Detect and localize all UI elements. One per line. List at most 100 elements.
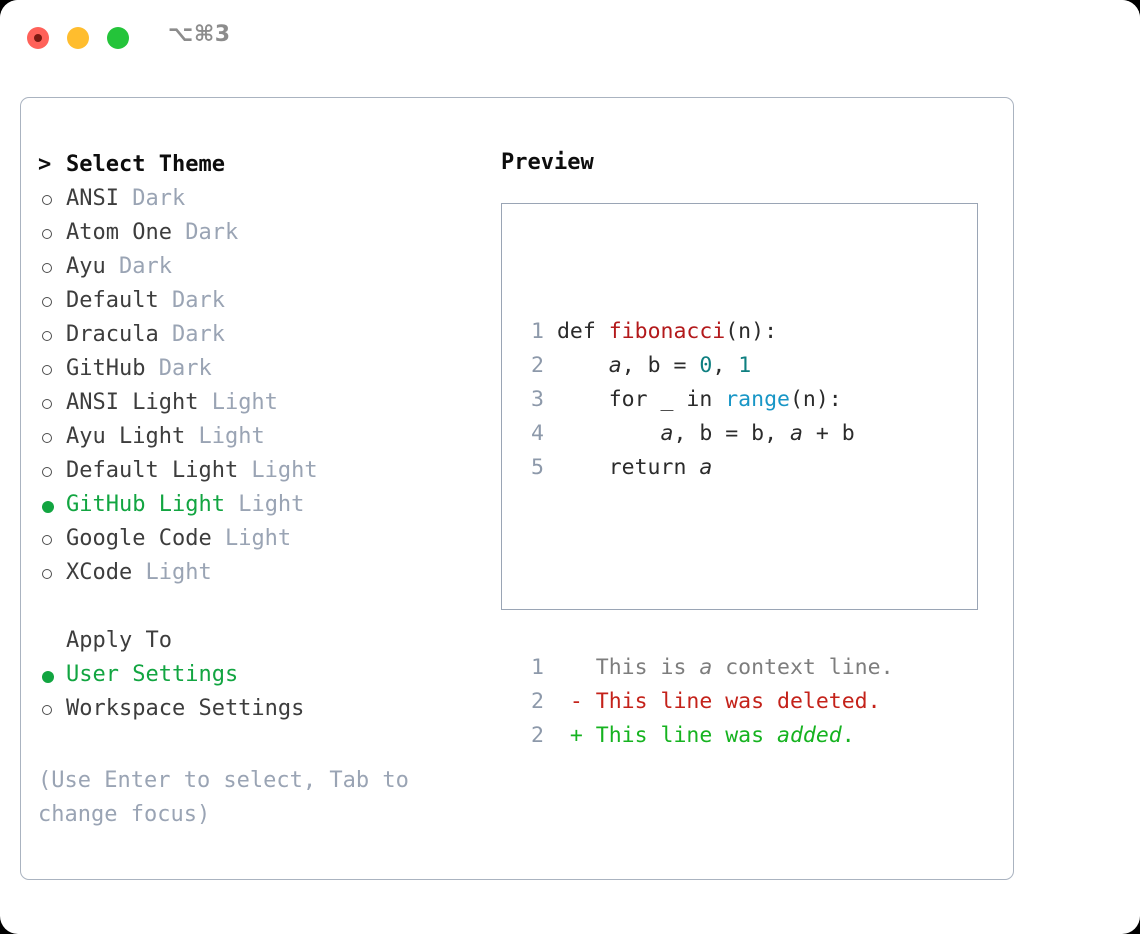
line-gutter-space: [544, 387, 557, 412]
diff-line: 1 This is a context line.: [522, 651, 894, 685]
apply-to-option-label: User Settings: [66, 662, 239, 687]
code-token: This is: [556, 655, 700, 680]
apply-to-option[interactable]: User Settings: [38, 658, 488, 692]
line-number: 2: [531, 689, 544, 714]
line-number: 4: [531, 421, 544, 446]
theme-list-item[interactable]: Google Code Light: [38, 522, 488, 556]
close-button-inner-dot: [34, 34, 42, 42]
line-number: 1: [531, 655, 544, 680]
code-token: ,: [621, 353, 648, 378]
code-token: a: [699, 655, 713, 680]
theme-variant-badge: Light: [198, 390, 278, 415]
code-token: =: [660, 353, 700, 378]
code-token: a: [790, 421, 803, 446]
maximize-button-icon[interactable]: [107, 27, 129, 49]
code-token: a: [608, 353, 622, 378]
code-token: def: [556, 319, 609, 344]
radio-unselected-icon: [42, 365, 52, 375]
diff-line: 2 - This line was deleted.: [522, 685, 894, 719]
theme-list-item[interactable]: Ayu Light Light: [38, 420, 488, 454]
line-gutter-space: [544, 319, 557, 344]
theme-variant-badge: Light: [132, 560, 212, 585]
title-bar: ⌥⌘3: [0, 0, 1140, 78]
theme-item-text: GitHub Dark: [66, 352, 212, 386]
code-token: + This line was: [556, 723, 778, 748]
radio-unselected-icon: [42, 229, 52, 239]
theme-variant-badge: Dark: [158, 322, 225, 347]
theme-variant-badge: Light: [185, 424, 265, 449]
apply-to-option[interactable]: Workspace Settings: [38, 692, 488, 726]
code-token: ,: [764, 421, 790, 446]
theme-list-item[interactable]: ANSI Light Light: [38, 386, 488, 420]
theme-list-item[interactable]: Default Light Light: [38, 454, 488, 488]
theme-variant-badge: Dark: [158, 288, 225, 313]
code-token: fibonacci: [608, 319, 726, 344]
radio-unselected-icon: [42, 297, 52, 307]
code-token: - This line was deleted.: [556, 689, 881, 714]
radio-unselected-icon: [42, 195, 52, 205]
theme-variant-badge: Dark: [145, 356, 212, 381]
code-token: a: [660, 421, 674, 446]
code-line: 3 for _ in range(n):: [522, 383, 894, 417]
theme-list-item[interactable]: Atom One Dark: [38, 216, 488, 250]
theme-name: Ayu Light: [66, 424, 186, 449]
code-line: 2 a, b = 0, 1: [522, 349, 894, 383]
code-token: range: [725, 387, 790, 412]
theme-list-item[interactable]: Dracula Dark: [38, 318, 488, 352]
theme-list-item[interactable]: GitHub Dark: [38, 352, 488, 386]
theme-variant-badge: Light: [238, 458, 318, 483]
minimize-button-icon[interactable]: [67, 27, 89, 49]
theme-list-item[interactable]: ANSI Dark: [38, 182, 488, 216]
code-diff-spacer: [522, 553, 894, 583]
code-line: 4 a, b = b, a + b: [522, 417, 894, 451]
code-token: b: [647, 353, 661, 378]
code-token: (n):: [725, 319, 778, 344]
radio-unselected-icon: [42, 433, 52, 443]
theme-name: ANSI: [66, 186, 119, 211]
apply-to-heading: ○ Apply To: [38, 624, 488, 658]
code-token: .: [841, 723, 855, 748]
theme-name: Ayu: [66, 254, 106, 279]
radio-unselected-icon: [42, 535, 52, 545]
page-title: Select Theme: [66, 152, 225, 177]
theme-name: Google Code: [66, 526, 212, 551]
theme-variant-badge: Light: [224, 492, 305, 517]
theme-item-text: Dracula Dark: [66, 318, 225, 352]
radio-unselected-icon: [42, 263, 52, 273]
code-token: for _ in: [556, 387, 726, 412]
line-number: 3: [531, 387, 544, 412]
code-token: ,: [673, 421, 700, 446]
theme-name: Dracula: [66, 322, 159, 347]
code-token: a: [699, 455, 713, 480]
theme-item-text: GitHub Light Light: [66, 488, 304, 522]
theme-item-text: Ayu Light Light: [66, 420, 265, 454]
line-gutter-space: [544, 421, 557, 446]
apply-to-label: Apply To: [66, 628, 172, 653]
code-token: +: [802, 421, 842, 446]
code-line: 1 def fibonacci(n):: [522, 315, 894, 349]
theme-item-text: ANSI Light Light: [66, 386, 278, 420]
radio-selected-icon: [42, 671, 54, 683]
select-theme-header: > Select Theme: [38, 148, 488, 182]
theme-variant-badge: Dark: [171, 220, 239, 245]
theme-name: XCode: [66, 560, 133, 585]
theme-list-item[interactable]: Ayu Dark: [38, 250, 488, 284]
diff-line: 2 + This line was added.: [522, 719, 894, 753]
code-token: [557, 421, 661, 446]
radio-unselected-icon: [42, 399, 52, 409]
theme-variant-badge: Light: [211, 526, 292, 551]
code-token: context line.: [712, 655, 894, 680]
theme-item-text: Google Code Light: [66, 522, 291, 556]
theme-list-item[interactable]: Default Dark: [38, 284, 488, 318]
theme-list-item[interactable]: XCode Light: [38, 556, 488, 590]
theme-item-text: ANSI Dark: [66, 182, 185, 216]
theme-item-text: Default Light Light: [66, 454, 318, 488]
code-token: ,: [712, 353, 739, 378]
line-number: 2: [531, 723, 544, 748]
line-number: 1: [531, 319, 544, 344]
theme-name: Default: [66, 288, 159, 313]
theme-list-item[interactable]: GitHub Light Light: [38, 488, 488, 522]
